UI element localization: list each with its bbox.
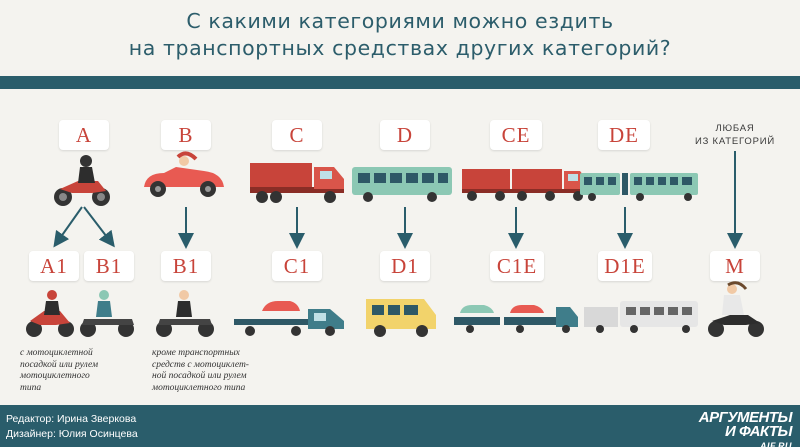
badge-category-c1: C1 (272, 251, 322, 281)
note-b1-category: кроме транспортных средств с мотоциклет-… (152, 348, 282, 394)
atv-icon (80, 290, 134, 337)
logo-site: AIF.RU (760, 441, 792, 447)
bus-icon (352, 167, 452, 202)
badge-category-m: M (710, 251, 760, 281)
badge-category-ce: CE (490, 120, 542, 150)
atv-b-icon (156, 290, 214, 337)
badge-category-b1: B1 (161, 251, 211, 281)
badge-category-de: DE (598, 120, 650, 150)
note-b-line: средств с мотоциклет- (152, 359, 249, 370)
note-a-line: с мотоциклетной (20, 348, 93, 358)
designer-credit: Дизайнер: Юлия Осинцева (6, 428, 138, 440)
any-category-line-2: ИЗ КАТЕГОРИЙ (694, 136, 776, 147)
footer: Редактор: Ирина Зверкова Дизайнер: Юлия … (0, 405, 800, 447)
header-band (0, 76, 800, 89)
note-b-line: ной посадкой или рулем (152, 371, 247, 381)
badge-category-d: D (380, 120, 430, 150)
page-title-line-2: на транспортных средствах других категор… (128, 36, 672, 60)
editor-credit: Редактор: Ирина Зверкова (6, 413, 137, 425)
arrow-a-to-b1 (83, 206, 115, 248)
badge-category-d1e: D1E (598, 251, 652, 281)
motorcycle-icon (54, 155, 110, 206)
note-a-line: посадкой или рулем (20, 359, 99, 370)
note-a-line: типа (20, 382, 42, 393)
badge-category-a1: A1 (29, 251, 79, 281)
tow-truck-icon (234, 301, 344, 336)
arrow-a-to-a1 (53, 206, 83, 248)
arrows (53, 151, 743, 249)
any-category-line-1: ЛЮБАЯ (715, 123, 755, 134)
badge-category-b: B (161, 120, 211, 150)
vehicle-illustrations (26, 151, 764, 337)
badge-category-c: C (272, 120, 322, 150)
badge-category-b1-moto: B1 (84, 251, 134, 281)
badge-category-c1e: C1E (490, 251, 544, 281)
minibus-icon (366, 299, 436, 337)
title-area: С какими категориями можно ездить на тра… (0, 0, 800, 76)
page-title-line-1: С какими категориями можно ездить (186, 9, 614, 33)
note-a-categories: с мотоциклетной посадкой или рулем мотоц… (20, 348, 140, 394)
logo-line-2: И ФАКТЫ (725, 423, 793, 440)
logo-line-1: АРГУМЕНТЫ (698, 409, 793, 426)
truck-trailer-icon (462, 169, 588, 201)
badge-category-d1: D1 (380, 251, 430, 281)
articulated-bus-icon (580, 173, 698, 201)
main-panel: A B C D CE DE ЛЮБАЯ ИЗ КАТЕГОРИЙ A1 B1 B… (0, 89, 800, 405)
moped-icon (708, 281, 764, 337)
truck-icon (250, 163, 344, 203)
aif-logo: АРГУМЕНТЫ И ФАКТЫ AIF.RU (698, 409, 793, 447)
light-bus-trailer-icon (584, 301, 698, 333)
note-a-line: мотоциклетного (20, 371, 90, 381)
motorcycle-a1-icon (26, 290, 74, 337)
note-b-line: кроме транспортных (152, 348, 240, 358)
convertible-car-icon (144, 151, 224, 197)
small-trailer-truck-icon (454, 305, 578, 333)
any-category-label: ЛЮБАЯ ИЗ КАТЕГОРИЙ (685, 122, 785, 148)
note-b-line: мотоциклетного типа (152, 382, 246, 393)
badge-category-a: A (59, 120, 109, 150)
